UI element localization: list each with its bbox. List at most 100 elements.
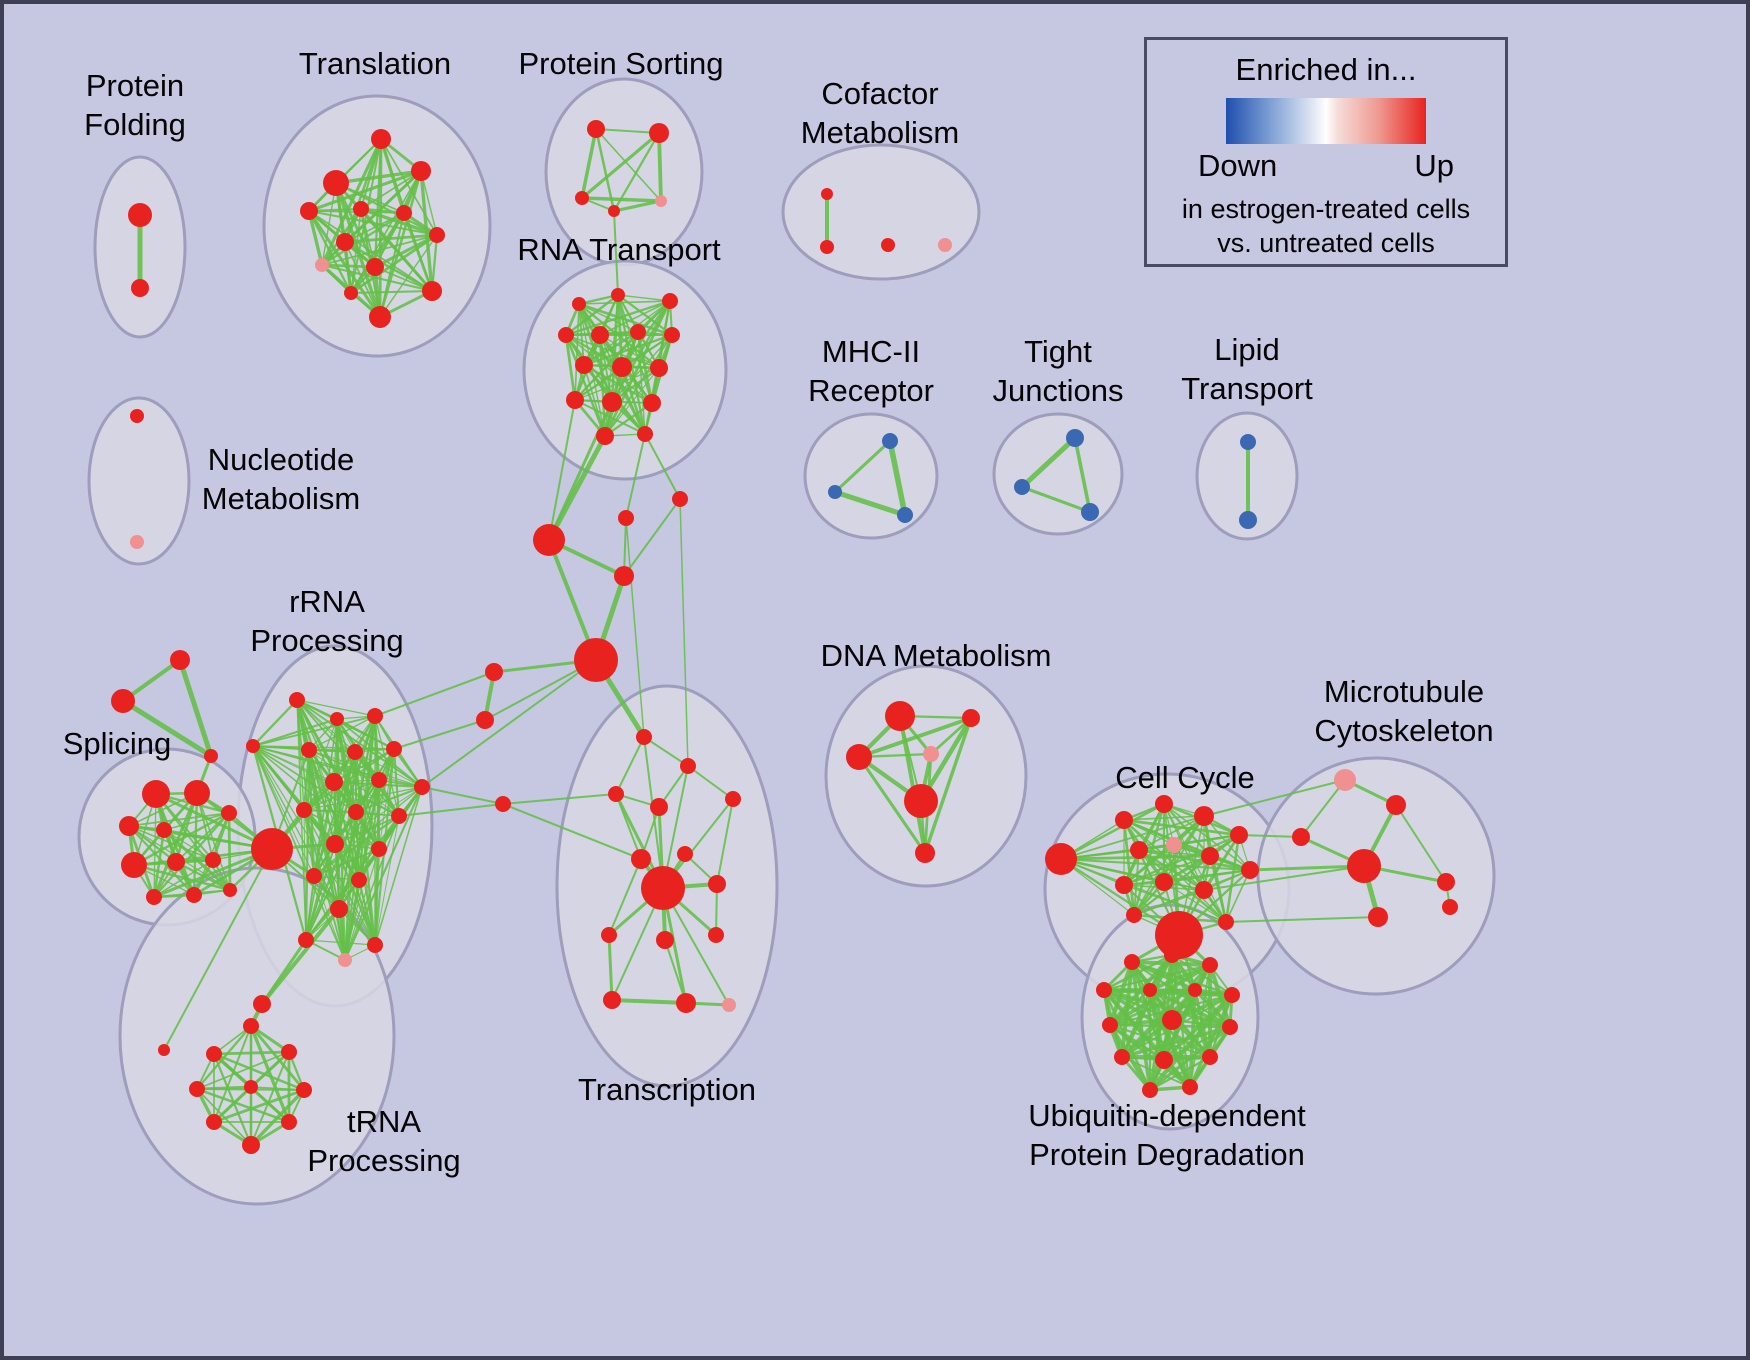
cluster-label-transcription: Transcription bbox=[577, 1072, 757, 1107]
network-node-pink bbox=[722, 998, 736, 1012]
network-node-red bbox=[396, 205, 412, 221]
network-edge bbox=[565, 299, 671, 337]
network-edge bbox=[374, 815, 400, 946]
network-edge bbox=[303, 809, 376, 946]
network-node-red bbox=[603, 991, 621, 1009]
network-edge bbox=[308, 169, 422, 213]
network-edge bbox=[355, 786, 423, 813]
network-node-red bbox=[676, 993, 696, 1013]
network-edge bbox=[613, 199, 662, 213]
network-edge bbox=[213, 1050, 290, 1056]
network-node-red bbox=[476, 711, 494, 729]
network-node-red bbox=[495, 796, 511, 812]
network-node-blue bbox=[828, 485, 842, 499]
network-node-red bbox=[204, 749, 218, 763]
network-edge bbox=[1073, 437, 1092, 513]
network-node-red bbox=[156, 822, 172, 838]
network-edge bbox=[374, 671, 495, 717]
cluster-label-protein-folding: Protein Folding bbox=[84, 68, 186, 142]
network-edge bbox=[227, 812, 232, 891]
network-node-red bbox=[386, 741, 402, 757]
network-node-red bbox=[371, 841, 387, 857]
network-node-red bbox=[708, 927, 724, 943]
network-edge bbox=[1173, 833, 1240, 847]
network-edge bbox=[1203, 779, 1346, 817]
network-edge bbox=[857, 756, 927, 854]
network-edge bbox=[1133, 849, 1140, 916]
network-node-red bbox=[281, 1044, 297, 1060]
network-edge bbox=[615, 736, 645, 795]
cluster-label-translation: Translation bbox=[298, 46, 452, 81]
cluster-ellipse-cofactor-metabolism bbox=[781, 143, 981, 281]
network-edge bbox=[303, 786, 423, 811]
network-edge bbox=[1209, 855, 1227, 923]
network-edge bbox=[380, 138, 438, 236]
network-edge bbox=[335, 181, 438, 237]
network-edge bbox=[1109, 1023, 1211, 1059]
network-node-red bbox=[344, 286, 358, 300]
network-node-red bbox=[429, 227, 445, 243]
network-node-red bbox=[572, 297, 586, 311]
network-node-red bbox=[221, 805, 237, 821]
network-node-blue bbox=[1240, 434, 1256, 450]
network-edge bbox=[1103, 963, 1211, 992]
network-edge bbox=[359, 207, 434, 293]
network-node-red bbox=[301, 742, 317, 758]
network-edge bbox=[1133, 844, 1175, 916]
network-edge bbox=[343, 879, 361, 961]
network-edge bbox=[1148, 993, 1234, 1092]
network-edge bbox=[595, 128, 662, 202]
network-node-red bbox=[1155, 873, 1173, 891]
network-edge bbox=[313, 848, 380, 877]
network-node-red bbox=[142, 780, 170, 808]
network-node-red bbox=[1115, 876, 1133, 894]
network-edge bbox=[1300, 779, 1346, 838]
cluster-ellipse-trna-processing bbox=[118, 866, 396, 1206]
network-node-red bbox=[962, 709, 980, 727]
network-node-red bbox=[1143, 983, 1157, 997]
network-edge bbox=[595, 128, 660, 134]
network-edge bbox=[687, 765, 734, 800]
network-node-red bbox=[326, 835, 344, 853]
network-edge bbox=[128, 825, 214, 861]
network-node-red bbox=[330, 900, 348, 918]
network-edge bbox=[336, 718, 423, 788]
network-node-red bbox=[904, 784, 938, 818]
network-node-red bbox=[1194, 806, 1214, 826]
network-edge bbox=[393, 719, 486, 750]
network-edge bbox=[155, 793, 231, 891]
network-node-red bbox=[353, 201, 369, 217]
network-edge bbox=[296, 699, 307, 941]
network-edge bbox=[321, 234, 438, 266]
network-node-red bbox=[351, 872, 367, 888]
network-edge bbox=[1121, 1056, 1191, 1088]
network-node-red bbox=[170, 650, 190, 670]
network-node-red bbox=[566, 391, 584, 409]
network-edge bbox=[623, 498, 681, 577]
network-node-red bbox=[1442, 899, 1458, 915]
network-edge bbox=[1138, 815, 1205, 851]
network-edge bbox=[153, 847, 273, 899]
network-edge bbox=[252, 699, 298, 747]
network-edge bbox=[333, 843, 377, 946]
network-node-pink bbox=[338, 953, 352, 967]
network-edge bbox=[599, 334, 613, 403]
network-edge bbox=[583, 333, 673, 367]
network-node-red bbox=[650, 798, 668, 816]
cluster-label-protein-sorting: Protein Sorting bbox=[518, 46, 724, 81]
network-edge bbox=[249, 1088, 306, 1147]
network-edge bbox=[305, 939, 376, 946]
network-node-red bbox=[1347, 849, 1381, 883]
network-node-red bbox=[306, 868, 322, 884]
network-edge bbox=[858, 716, 972, 759]
network-edge bbox=[548, 399, 576, 541]
network-edge bbox=[1060, 802, 1165, 861]
network-node-red bbox=[289, 692, 305, 708]
network-node-red bbox=[206, 1046, 222, 1062]
network-node-red bbox=[602, 392, 622, 412]
legend-up-label: Up bbox=[1414, 148, 1454, 183]
network-edge bbox=[1109, 988, 1196, 1027]
network-edge bbox=[344, 212, 405, 243]
network-node-blue bbox=[897, 507, 913, 523]
network-edge bbox=[249, 1025, 306, 1091]
